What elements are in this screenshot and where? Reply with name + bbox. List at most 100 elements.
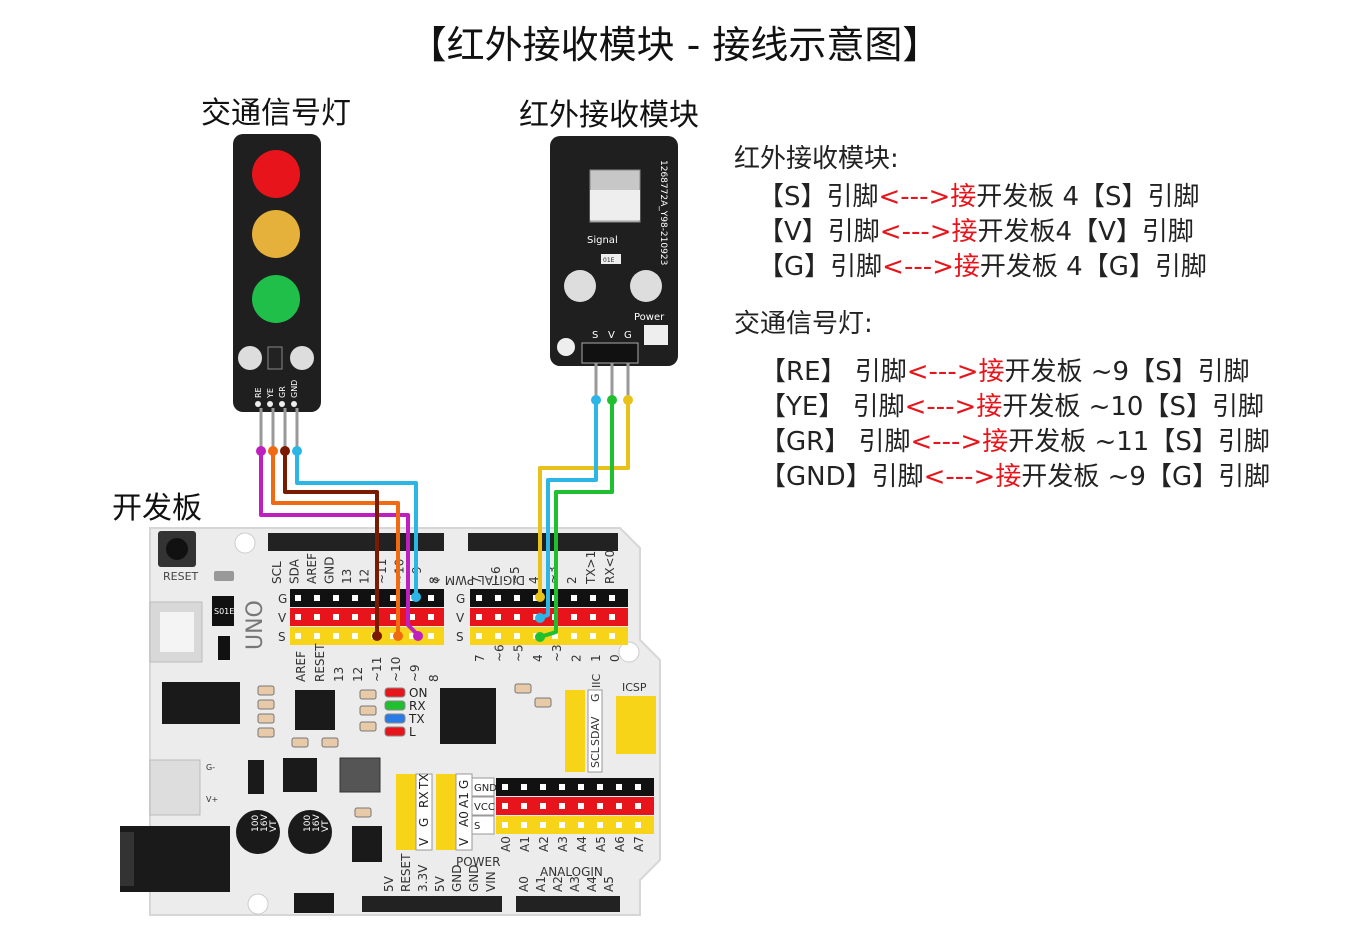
header-pin [571, 614, 577, 620]
analog-col-label: A0 [499, 836, 513, 852]
row-label: S [456, 630, 464, 644]
connection-jie: 接 [951, 217, 978, 247]
connection-pin: 【G】引脚 [758, 252, 883, 282]
wire-gnd [295, 451, 418, 597]
regulator-chip [295, 690, 335, 730]
connection-arrow: <---> [882, 252, 954, 282]
connection-line: 【S】引脚<--->接开发板 4【S】引脚 [758, 180, 1200, 215]
connection-pin: 【YE】 引脚 [760, 392, 905, 422]
power-pin-label: GND [467, 864, 481, 892]
analog-col-label: A3 [556, 836, 570, 852]
header-pin [333, 595, 339, 601]
wire-end [535, 592, 545, 602]
status-led [384, 726, 406, 737]
pin-number-label: ~11 [370, 657, 384, 682]
connection-line: 【G】引脚<--->接开发板 4【G】引脚 [758, 250, 1207, 285]
connection-target: 开发板 ~9【S】引脚 [1004, 357, 1250, 387]
capacitor [236, 810, 280, 854]
tl-pin-label: YE [266, 388, 275, 399]
wire-ir-s [538, 400, 630, 597]
header-pin-label: 4 [527, 576, 541, 584]
header-pin [476, 614, 482, 620]
header-pin-label: AREF [305, 553, 319, 584]
power-pin-label: VIN [484, 871, 498, 892]
header-pin-label: 2 [565, 576, 579, 584]
power-pin-label: 5V [433, 875, 447, 892]
connection-arrow: <---> [906, 357, 979, 387]
connection-target: 开发板 ~11【S】引脚 [1008, 427, 1270, 457]
header-pin [514, 614, 520, 620]
analogin-label: ANALOGIN [540, 865, 603, 879]
block-pin-label: G [457, 780, 471, 789]
row-label: G [278, 592, 287, 606]
header-pin [428, 614, 434, 620]
analog-col-label: A6 [613, 836, 627, 852]
iic-pin-label: V [589, 716, 602, 724]
power-header [362, 896, 502, 912]
header-pin [333, 633, 339, 639]
header-pin [609, 633, 615, 639]
pin-number-label: 4 [531, 654, 545, 662]
ir-heading: 红外接收模块: [734, 144, 899, 174]
connection-arrow: <---> [879, 217, 952, 247]
pin-number-label: ~10 [389, 657, 403, 682]
dc-jack [120, 826, 230, 892]
iic-pin-label: G [589, 693, 602, 702]
header-pin [352, 614, 358, 620]
pin-number-label: AREF [294, 651, 308, 682]
red-led [252, 150, 300, 198]
status-led [384, 687, 406, 698]
traffic-light-label: 交通信号灯 [201, 96, 351, 131]
ir-pin-label: G [624, 330, 632, 341]
svg-text:01E: 01E [603, 257, 615, 264]
pin-number-label: RESET [313, 643, 327, 682]
header-pin-label: 12 [358, 569, 372, 584]
wire-ir-g [539, 400, 614, 639]
power-label: POWER [456, 855, 500, 869]
icsp-header [616, 696, 656, 754]
svg-text:S01E: S01E [214, 607, 234, 616]
row-label: V [278, 611, 287, 625]
tl-pin-label: GR [278, 386, 287, 398]
pin-number-label: 0 [608, 654, 622, 662]
led-label: RX [409, 699, 426, 713]
connection-arrow: <---> [904, 392, 977, 422]
power-pin-label: 3.3V [416, 864, 430, 892]
header-pin [371, 614, 377, 620]
header-pin [495, 633, 501, 639]
header-pin [514, 633, 520, 639]
row-label: V [456, 611, 465, 625]
row-label: S [474, 821, 480, 832]
header-pin [495, 595, 501, 601]
connection-line: 【YE】 引脚<--->接开发板 ~10【S】引脚 [760, 390, 1264, 425]
pin-number-label: 1 [589, 654, 603, 662]
ir-pin-label: V [608, 330, 615, 341]
row-label: G [456, 592, 465, 606]
wire-ye [271, 451, 400, 636]
connection-jie: 接 [950, 182, 977, 212]
header-pin [571, 633, 577, 639]
pin-number-label: ~6 [492, 644, 506, 662]
analog-col-label: A2 [537, 836, 551, 852]
wire-end [393, 631, 403, 641]
header-pin-label: 8 [428, 576, 442, 584]
pin-number-label: ~3 [550, 644, 564, 662]
pin-number-label: 13 [332, 667, 346, 682]
header-pin-label: SCL [270, 561, 284, 584]
wire-end [535, 613, 545, 623]
connection-target: 开发板 4【S】引脚 [976, 182, 1200, 212]
connection-line: 【V】引脚<--->接开发板4【V】引脚 [758, 215, 1194, 250]
header-pin [476, 595, 482, 601]
connection-line: 【GND】引脚<--->接开发板 ~9【G】引脚 [760, 460, 1270, 495]
connection-target: 开发板4【V】引脚 [977, 217, 1194, 247]
header-pin [295, 614, 301, 620]
analog-col-label: A7 [632, 836, 646, 852]
mcu-chip [440, 688, 496, 744]
power-pin-label: 5V [382, 875, 396, 892]
block-pin-label: A0 [457, 811, 471, 827]
connection-jie: 接 [982, 427, 1009, 457]
